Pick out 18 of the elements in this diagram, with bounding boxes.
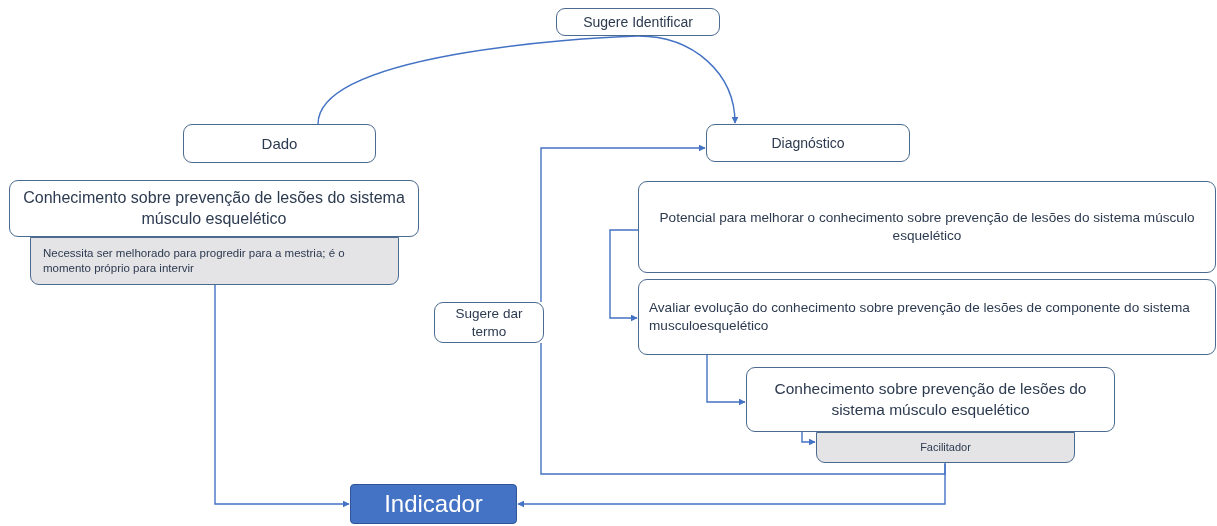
arrow [214, 284, 350, 508]
concept-box: Sugere Identificar [556, 8, 720, 36]
result-box: Indicador [350, 484, 517, 524]
concept-box: Conhecimento sobre prevenção de lesões do sistema músculo esquelético [9, 180, 419, 237]
concept-box: Sugere dar termo [434, 302, 544, 343]
note-box: Necessita ser melhorado para progredir para a mestria; é o momento próprio para intervir [30, 237, 399, 285]
arrow [706, 354, 746, 406]
concept-box: Dado [183, 124, 376, 163]
concept-box: Avaliar evolução do conhecimento sobre prevenção de lesões de componente do sistema musculoesquelético [638, 279, 1216, 355]
concept-box: Potencial para melhorar o conhecimento sobre prevenção de lesões do sistema músculo esquelético [638, 181, 1216, 273]
arrow [540, 144, 706, 303]
arrow [609, 229, 639, 322]
note-box: Facilitador [816, 432, 1075, 463]
connector-line [540, 342, 946, 475]
arrow [801, 431, 816, 446]
arrow [517, 462, 946, 508]
concept-box: Diagnóstico [706, 124, 910, 162]
concept-box: Conhecimento sobre prevenção de lesões do sistema músculo esquelético [746, 367, 1115, 432]
